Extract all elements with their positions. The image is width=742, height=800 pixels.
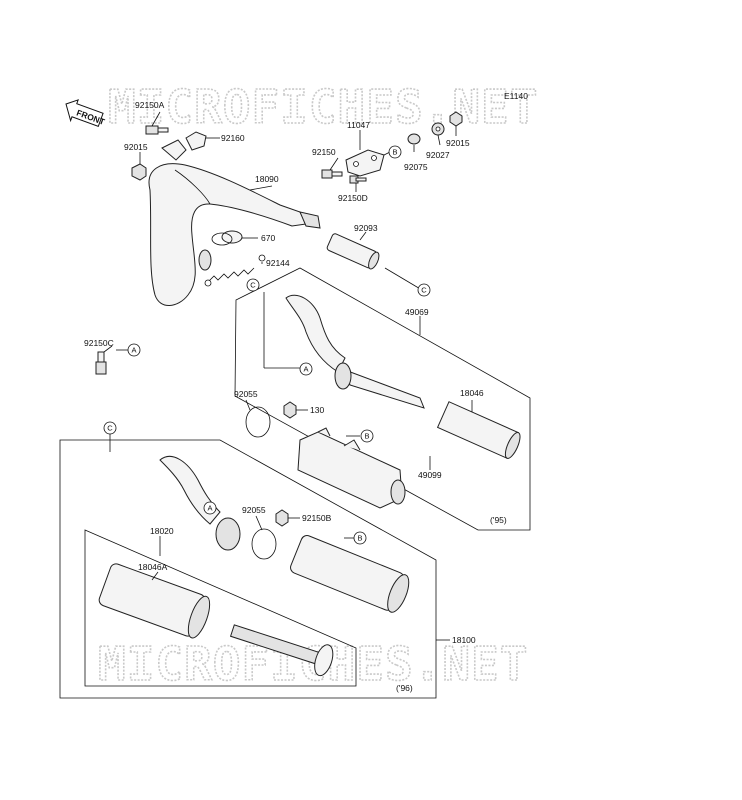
ref-C-top: C xyxy=(417,283,431,297)
label-18046: 18046 xyxy=(460,388,484,398)
bracket-92160 xyxy=(185,131,207,151)
label-92027: 92027 xyxy=(426,150,450,160)
label-18090: 18090 xyxy=(255,174,279,184)
part-labels: 92150A 92160 92015 11047 92150 92075 920… xyxy=(84,100,507,693)
svg-text:B: B xyxy=(357,534,362,543)
ref-A-left: A xyxy=(127,343,141,357)
svg-text:C: C xyxy=(250,281,256,290)
label-18046A: 18046A xyxy=(138,562,168,572)
label-92150A: 92150A xyxy=(135,100,165,110)
grommet-92027 xyxy=(431,122,445,136)
svg-text:C: C xyxy=(107,424,113,433)
nut-92015-right xyxy=(449,111,463,127)
bolt-92150 xyxy=(321,169,343,179)
label-92093: 92093 xyxy=(354,223,378,233)
label-92144: 92144 xyxy=(266,258,290,268)
ref-B-95: B xyxy=(360,429,374,443)
box-95 xyxy=(234,267,531,531)
label-670: 670 xyxy=(261,233,275,243)
ref-A-95: A xyxy=(299,362,313,376)
label-49069: 49069 xyxy=(405,307,429,317)
label-49099: 49099 xyxy=(418,470,442,480)
silencer-core xyxy=(229,624,334,677)
label-18100: 18100 xyxy=(452,635,476,645)
label-130: 130 xyxy=(310,405,324,415)
nut-92015-left xyxy=(131,163,147,181)
box-18020 xyxy=(84,529,357,687)
box-96 xyxy=(59,439,437,699)
gasket-92055-top xyxy=(245,406,271,438)
o-ring-670-b xyxy=(211,232,233,246)
pipe-92093 xyxy=(326,233,380,270)
washer-92075 xyxy=(407,133,421,145)
svg-text:B: B xyxy=(392,148,397,157)
bracket-11047 xyxy=(345,149,385,177)
muffler-body-95 xyxy=(297,427,406,509)
leader-lines xyxy=(103,111,473,641)
label-92150C: 92150C xyxy=(84,338,114,348)
label-11047: 11047 xyxy=(347,120,370,130)
ref-C-95: C xyxy=(246,278,260,292)
watermark-bottom: MICROFICHES.NET xyxy=(98,637,528,691)
svg-text:A: A xyxy=(131,346,136,355)
o-ring-670 xyxy=(221,230,243,244)
label-year-96: ('96) xyxy=(396,683,413,693)
muffler-body-96 xyxy=(290,535,410,613)
silencer-18046 xyxy=(436,401,521,459)
expansion-chamber-18090 xyxy=(148,139,321,306)
spring-92144 xyxy=(204,254,266,287)
label-18020: 18020 xyxy=(150,526,174,536)
ref-B-96: B xyxy=(353,531,367,545)
ref-A-96: A xyxy=(203,501,217,515)
label-92150B: 92150B xyxy=(302,513,332,523)
label-92075: 92075 xyxy=(404,162,428,172)
watermark-top: MICROFICHES.NET xyxy=(108,80,538,134)
front-arrow-icon: FRONT xyxy=(65,99,107,127)
bolt-92150B xyxy=(275,509,289,527)
label-92055-bottom: 92055 xyxy=(242,505,266,515)
label-92150D: 92150D xyxy=(338,193,368,203)
label-92015-right: 92015 xyxy=(446,138,470,148)
diagram-code: E1140 xyxy=(504,91,528,101)
bolt-130 xyxy=(283,401,297,419)
label-92015-left: 92015 xyxy=(124,142,148,152)
bolt-92150D xyxy=(349,175,367,184)
svg-text:B: B xyxy=(364,432,369,441)
silencer-18046A xyxy=(98,563,211,639)
label-92150: 92150 xyxy=(312,147,336,157)
ref-B-top: B xyxy=(388,145,402,159)
svg-text:A: A xyxy=(303,365,308,374)
label-92160: 92160 xyxy=(221,133,245,143)
head-pipe-95 xyxy=(285,294,425,409)
ref-C-96: C xyxy=(103,421,117,435)
svg-text:A: A xyxy=(207,504,212,513)
label-year-95: ('95) xyxy=(490,515,507,525)
bolt-92150C xyxy=(95,351,107,375)
gasket-92055-bottom xyxy=(251,528,277,560)
label-92055-top: 92055 xyxy=(234,389,258,399)
svg-text:C: C xyxy=(421,286,427,295)
